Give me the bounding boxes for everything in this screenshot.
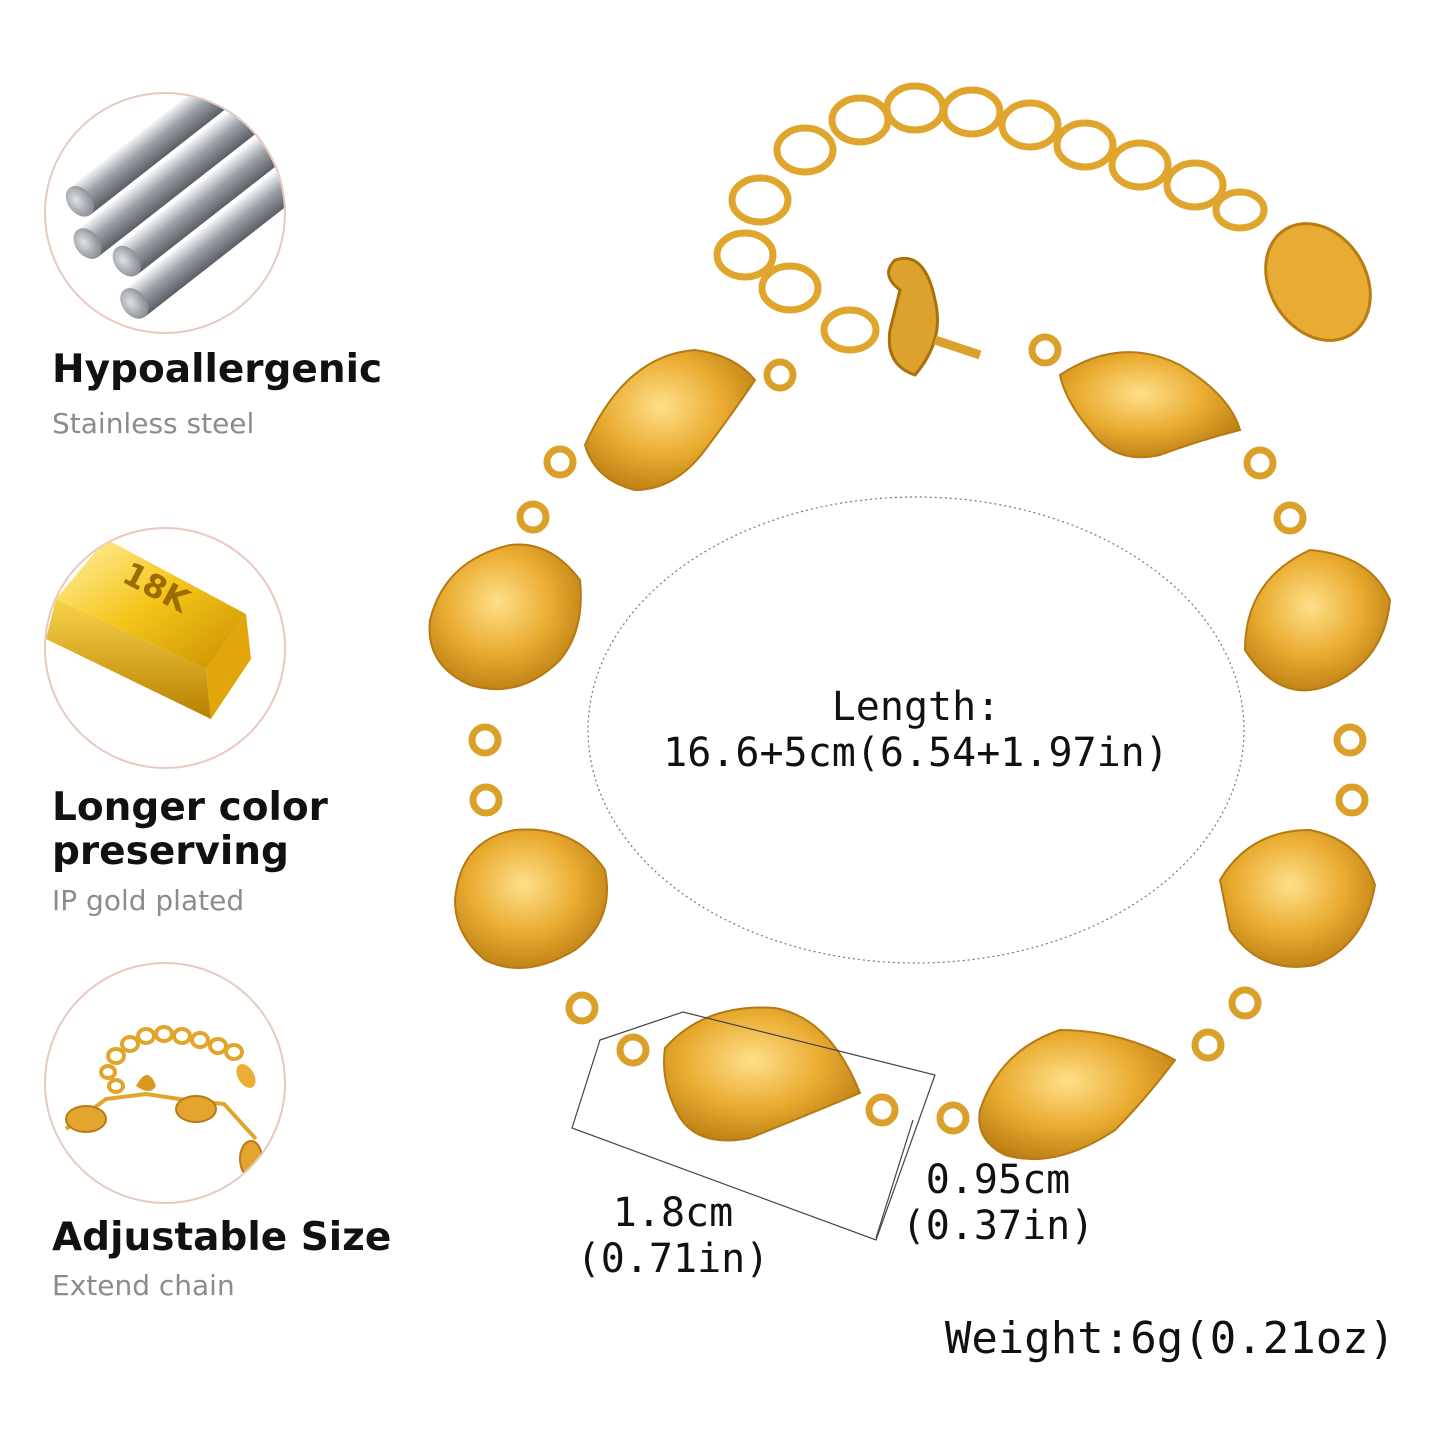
feature-title-adjustable-size: Adjustable Size: [52, 1215, 392, 1260]
extend-chain-icon: [44, 962, 286, 1204]
steel-rods-icon: [44, 92, 286, 334]
charm-width-in: (0.37in): [901, 1203, 1095, 1249]
gold-bar-icon: 18K: [44, 527, 286, 769]
charm-length-cm: 1.8cm: [612, 1190, 734, 1236]
feature-subtitle-ip-gold-plated: IP gold plated: [52, 884, 245, 917]
feature-title-text: Longer color preserving: [52, 785, 328, 874]
bracelet-image: [428, 82, 1392, 1241]
charm-width-cm: 0.95cm: [925, 1157, 1071, 1203]
feature-title-hypoallergenic: Hypoallergenic: [52, 347, 383, 392]
weight-spec: Weight:6g(0.21oz): [944, 1313, 1396, 1364]
feature-subtitle-extend-chain: Extend chain: [52, 1269, 235, 1302]
length-value: 16.6+5cm(6.54+1.97in): [663, 730, 1169, 776]
length-spec: Length: 16.6+5cm(6.54+1.97in): [640, 684, 1192, 776]
feature-subtitle-stainless-steel: Stainless steel: [52, 407, 255, 440]
charm-length-in: (0.71in): [576, 1236, 770, 1282]
charm-width-spec: 0.95cm (0.37in): [900, 1157, 1096, 1249]
charm-length-spec: 1.8cm (0.71in): [575, 1190, 771, 1282]
length-label: Length:: [831, 684, 1001, 730]
feature-title-color-preserving: Longer color preserving: [52, 786, 382, 874]
